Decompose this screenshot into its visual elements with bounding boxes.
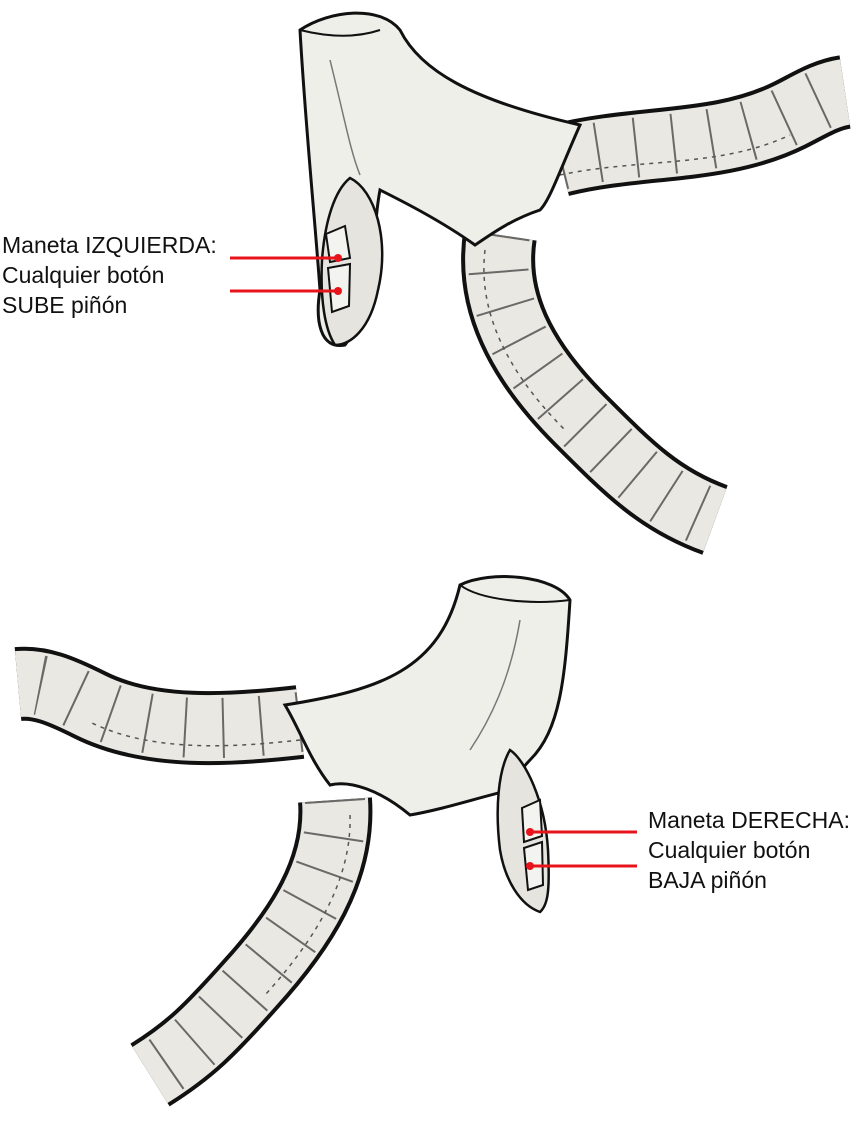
bottom-right-handlebar — [14, 575, 572, 1107]
left-lever-title: Maneta IZQUIERDA: — [2, 232, 217, 258]
right-lever-line3: BAJA piñón — [648, 867, 767, 893]
right-lever-title: Maneta DERECHA: — [648, 807, 850, 833]
top-drop-tape — [461, 229, 729, 555]
pointer-dot-upper — [526, 828, 534, 836]
left-lever-label: Maneta IZQUIERDA: Cualquier botón SUBE p… — [2, 230, 217, 320]
left-lever-pointers — [230, 254, 342, 295]
bottom-bar-tape — [14, 646, 305, 766]
left-lever-line2: Cualquier botón — [2, 262, 165, 288]
top-bar-tape — [551, 55, 853, 197]
top-left-handlebar — [298, 11, 853, 555]
bottom-drop-tape — [130, 797, 373, 1107]
bottom-shifter-hood — [282, 575, 572, 817]
pointer-dot-lower — [526, 862, 534, 870]
right-lever-line2: Cualquier botón — [648, 837, 811, 863]
right-lever-pointers — [526, 828, 637, 870]
right-lever-label: Maneta DERECHA: Cualquier botón BAJA piñ… — [648, 805, 850, 895]
top-left-shift-lever — [320, 176, 384, 347]
pointer-dot-lower — [334, 287, 342, 295]
left-lever-line3: SUBE piñón — [2, 292, 128, 318]
pointer-dot-upper — [334, 254, 342, 262]
